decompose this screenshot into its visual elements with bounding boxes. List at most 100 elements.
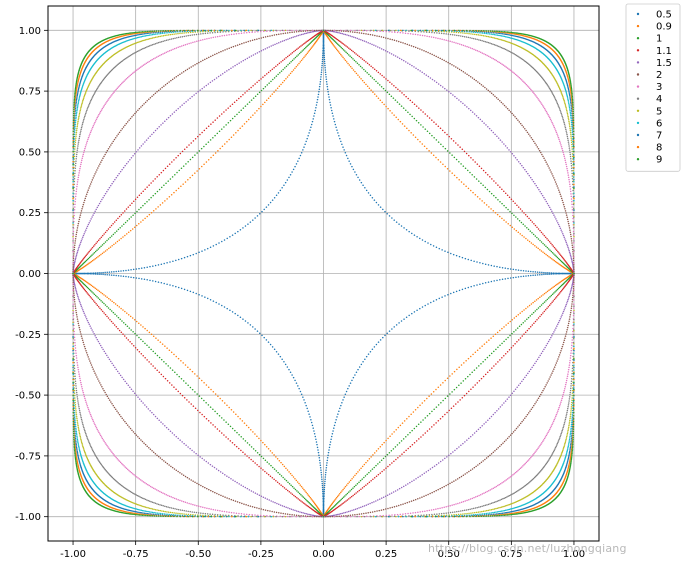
data-point	[155, 337, 157, 339]
data-point	[426, 414, 429, 417]
data-point	[438, 297, 441, 300]
data-point	[269, 475, 272, 477]
data-point	[571, 260, 573, 262]
data-point	[365, 29, 368, 32]
data-point	[570, 235, 572, 238]
data-point	[192, 503, 194, 506]
data-point	[358, 366, 361, 368]
data-point	[78, 300, 81, 302]
data-point	[335, 31, 338, 33]
data-point	[107, 307, 110, 309]
data-point	[356, 491, 359, 493]
data-point	[379, 206, 382, 208]
data-point	[458, 99, 460, 101]
data-point	[223, 434, 225, 436]
data-point	[531, 221, 534, 223]
data-point	[159, 204, 162, 206]
data-point	[352, 476, 355, 478]
data-point	[363, 32, 365, 35]
data-point	[91, 216, 93, 218]
data-point	[453, 370, 456, 373]
data-point	[80, 272, 82, 275]
data-point	[305, 41, 307, 43]
data-point	[89, 283, 91, 286]
data-point	[442, 163, 444, 166]
data-point	[177, 154, 179, 157]
data-point	[251, 514, 253, 516]
data-point	[335, 41, 337, 44]
data-point	[507, 223, 509, 225]
data-point	[266, 514, 268, 517]
data-point	[568, 295, 570, 298]
data-point	[329, 515, 331, 518]
data-point	[117, 228, 120, 231]
data-point	[384, 495, 387, 497]
data-point	[308, 43, 310, 46]
data-point	[408, 230, 410, 233]
data-point	[363, 512, 365, 515]
data-point	[564, 337, 566, 339]
data-point	[522, 223, 524, 226]
data-point	[236, 113, 238, 116]
data-point	[569, 155, 572, 158]
data-point	[529, 410, 531, 412]
data-point	[144, 342, 146, 345]
data-point	[481, 345, 483, 347]
data-point	[216, 412, 219, 415]
data-point	[462, 165, 465, 167]
data-point	[224, 49, 226, 51]
data-point	[344, 393, 347, 396]
data-point	[545, 200, 548, 203]
data-point	[123, 321, 125, 324]
data-point	[100, 161, 102, 163]
data-point	[435, 388, 437, 391]
data-point	[506, 67, 509, 69]
data-point	[520, 323, 523, 326]
data-point	[89, 249, 92, 252]
data-point	[503, 219, 505, 221]
data-point	[316, 515, 318, 518]
data-point	[109, 236, 111, 239]
data-point	[460, 444, 462, 447]
data-point	[563, 205, 566, 208]
data-point	[270, 464, 272, 467]
data-point	[272, 466, 274, 469]
data-point	[87, 189, 89, 191]
data-point	[547, 380, 549, 382]
data-point	[570, 195, 573, 198]
data-point	[164, 120, 166, 122]
data-point	[535, 360, 537, 363]
data-point	[379, 472, 381, 474]
data-point	[386, 453, 389, 456]
data-point	[488, 127, 491, 130]
data-point	[444, 165, 446, 168]
data-point	[260, 105, 262, 108]
data-point	[361, 39, 364, 42]
data-point	[164, 167, 167, 170]
data-point	[540, 192, 543, 195]
data-point	[317, 449, 319, 451]
data-point	[352, 494, 354, 497]
data-point	[321, 486, 324, 489]
data-point	[419, 497, 421, 499]
data-point	[201, 87, 203, 90]
data-point	[338, 513, 340, 515]
data-point	[191, 95, 193, 98]
data-point	[119, 226, 121, 229]
data-point	[453, 65, 455, 67]
data-point	[325, 29, 327, 32]
data-point	[160, 124, 162, 126]
data-point	[297, 47, 299, 49]
data-point	[542, 155, 544, 158]
data-point	[190, 142, 192, 144]
data-point	[183, 288, 186, 291]
data-point	[171, 432, 174, 434]
data-point	[542, 242, 544, 245]
data-point	[450, 92, 452, 95]
data-point	[81, 272, 83, 275]
data-point	[338, 44, 340, 47]
data-point	[256, 81, 258, 83]
data-point	[237, 129, 239, 132]
data-point	[463, 150, 466, 153]
data-point	[276, 458, 279, 460]
